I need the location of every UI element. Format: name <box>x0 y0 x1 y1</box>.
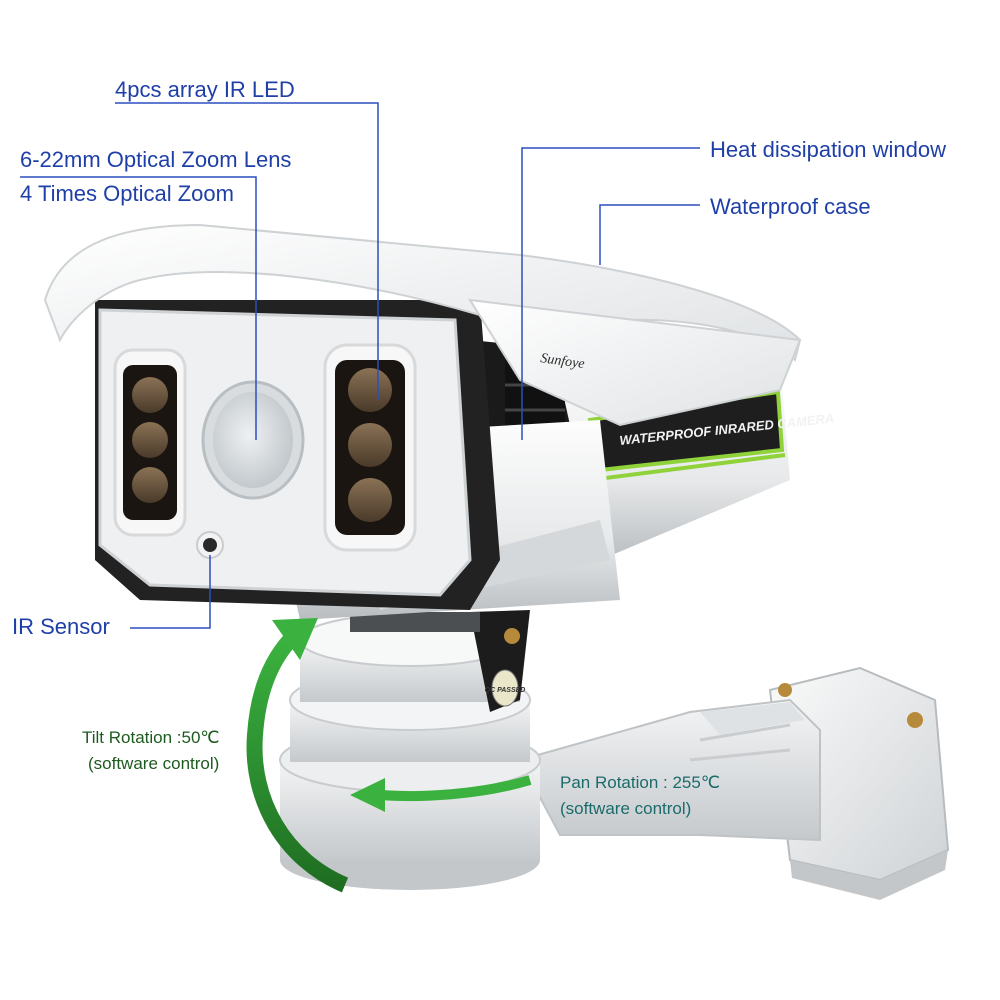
ir-sensor-callout: IR Sensor <box>12 614 110 639</box>
leader-heat-window <box>521 147 700 440</box>
tilt-control-callout: (software control) <box>88 754 220 773</box>
mount-arm <box>518 698 821 842</box>
ir-led-callout: 4pcs array IR LED <box>115 77 295 102</box>
tilt-rotation-callout: Tilt Rotation :50℃ <box>82 728 220 747</box>
ir-led-array-right <box>323 343 417 552</box>
callout-leader-lines <box>20 102 700 629</box>
pan-rotation-arrow-icon <box>350 775 532 812</box>
tilt-bracket: QC PASSED <box>350 610 530 712</box>
ir-sensor <box>196 531 224 559</box>
qc-sticker: QC PASSED <box>485 687 526 694</box>
camera-front-face <box>95 300 500 610</box>
pan-control-callout: (software control) <box>560 799 692 818</box>
leader-zoom-lens <box>20 176 257 440</box>
zoom-lens <box>201 380 305 500</box>
leader-ir-sensor <box>130 555 211 629</box>
optical-zoom-callout: 4 Times Optical Zoom <box>20 181 234 206</box>
bracket-screw-icon <box>778 683 792 697</box>
ir-led-array-left <box>113 348 187 537</box>
leader-ir-led <box>115 102 379 400</box>
leader-waterproof-case <box>599 204 700 265</box>
heat-window-callout: Heat dissipation window <box>710 137 947 162</box>
waterproof-case-callout: Waterproof case <box>710 194 871 219</box>
brand-logo: Sunfoye <box>539 351 585 372</box>
tilt-screw-icon <box>504 628 520 644</box>
waterproof-case: Sunfoye <box>43 223 802 427</box>
zoom-lens-callout: 6-22mm Optical Zoom Lens <box>20 147 292 172</box>
tilt-rotation-arrow-icon <box>246 618 349 893</box>
pan-rotation-callout: Pan Rotation : 255℃ <box>560 773 720 792</box>
bracket-screw-icon <box>907 712 923 728</box>
